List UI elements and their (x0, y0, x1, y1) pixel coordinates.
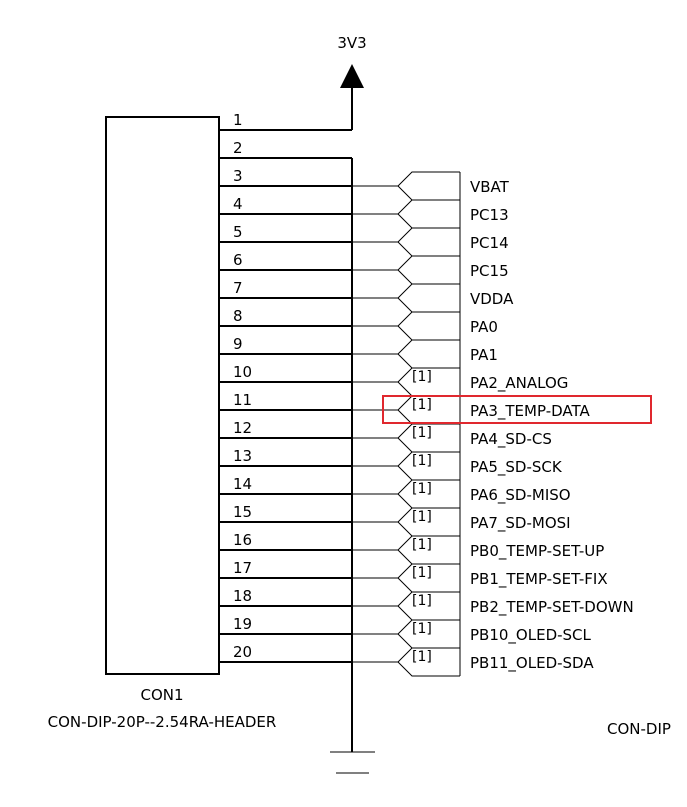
pin-number: 2 (233, 139, 243, 157)
port-icon (397, 661, 460, 677)
pin-number: 14 (233, 475, 252, 493)
port-icon (372, 227, 460, 243)
net-tag: [1] (412, 453, 432, 469)
pin-number: 9 (233, 335, 243, 353)
net-tag: [1] (412, 397, 432, 413)
net-name: PB0_TEMP-SET-UP (470, 542, 604, 561)
pin-number: 4 (233, 195, 243, 213)
port-icon (372, 535, 460, 551)
port-icon (397, 185, 460, 201)
port-icon (372, 507, 460, 523)
port-icon (372, 647, 460, 663)
net-name: VDDA (470, 290, 514, 308)
net-tag: [1] (412, 509, 432, 525)
pin-number: 19 (233, 615, 252, 633)
pin-number: 3 (233, 167, 243, 185)
port-icon (372, 619, 460, 635)
pin-number: 1 (233, 111, 243, 129)
port-icon (372, 283, 460, 299)
port-icon (372, 591, 460, 607)
net-tag: [1] (412, 593, 432, 609)
port-icon (397, 325, 460, 341)
net-tag: [1] (412, 621, 432, 637)
connector-part: CON-DIP-20P--2.54RA-HEADER (48, 713, 277, 731)
net-name: PA6_SD-MISO (470, 486, 571, 505)
port-icon (397, 241, 460, 257)
pin-number: 15 (233, 503, 252, 521)
pin-number: 16 (233, 531, 252, 549)
net-name: PB1_TEMP-SET-FIX (470, 570, 608, 589)
port-icon (372, 479, 460, 495)
port-icon (397, 213, 460, 229)
net-name: PC13 (470, 206, 509, 224)
net-name: PA1 (470, 346, 498, 364)
net-tag: [1] (412, 537, 432, 553)
connector-body (105, 116, 220, 675)
port-icon (372, 563, 460, 579)
pin-number: 5 (233, 223, 243, 241)
net-name: PA0 (470, 318, 498, 336)
net-name: PA7_SD-MOSI (470, 514, 571, 533)
pin-number: 11 (233, 391, 252, 409)
pin-number: 18 (233, 587, 252, 605)
pin-number: 13 (233, 447, 252, 465)
power-arrow-icon (340, 64, 364, 88)
port-icon (372, 171, 460, 187)
power-label: 3V3 (337, 34, 366, 52)
port-icon (372, 199, 460, 215)
net-tag: [1] (412, 649, 432, 665)
net-name: PA3_TEMP-DATA (470, 402, 590, 421)
highlight-box (382, 395, 652, 424)
pin-number: 10 (233, 363, 252, 381)
pin-number: 12 (233, 419, 252, 437)
pin-number: 8 (233, 307, 243, 325)
port-icon (397, 269, 460, 285)
net-name: PC14 (470, 234, 509, 252)
net-tag: [1] (412, 425, 432, 441)
port-icon (372, 339, 460, 355)
net-name: PB2_TEMP-SET-DOWN (470, 598, 634, 617)
port-icon (372, 311, 460, 327)
port-icon (397, 353, 460, 369)
net-name: PB11_OLED-SDA (470, 654, 594, 673)
cutoff-label: CON-DIP (607, 720, 671, 738)
pin-number: 6 (233, 251, 243, 269)
net-name: PB10_OLED-SCL (470, 626, 592, 645)
net-tag: [1] (412, 565, 432, 581)
port-icon (372, 255, 460, 271)
pin-number: 7 (233, 279, 243, 297)
net-name: PA2_ANALOG (470, 374, 568, 393)
net-name: PC15 (470, 262, 509, 280)
port-icon (372, 451, 460, 467)
net-tag: [1] (412, 369, 432, 385)
net-tag: [1] (412, 481, 432, 497)
net-name: PA5_SD-SCK (470, 458, 563, 477)
net-name: PA4_SD-CS (470, 430, 552, 449)
connector-designator: CON1 (140, 686, 183, 704)
pin-number: 17 (233, 559, 252, 577)
pin-number: 20 (233, 643, 252, 661)
net-name: VBAT (470, 178, 510, 196)
port-icon (397, 297, 460, 313)
port-icon (372, 367, 460, 383)
